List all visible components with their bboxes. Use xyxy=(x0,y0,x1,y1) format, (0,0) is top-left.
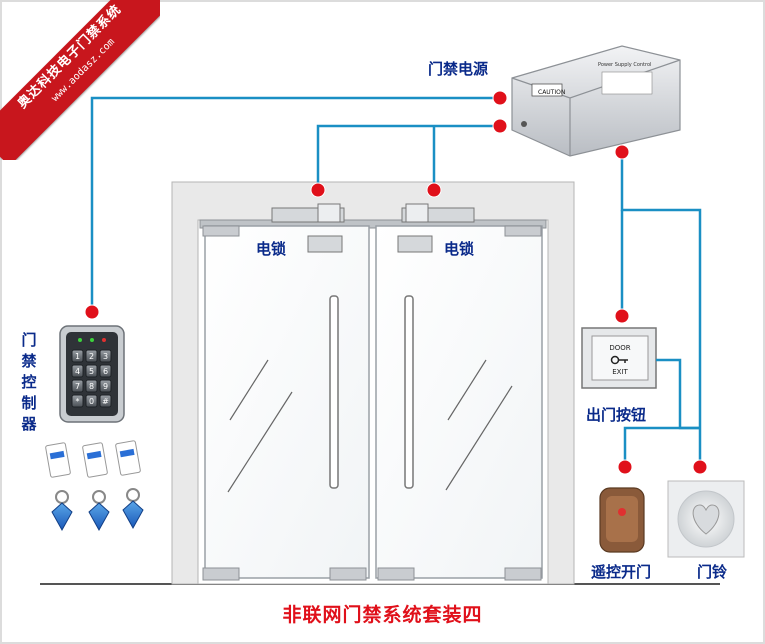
node-power-out xyxy=(614,144,630,160)
left-door-leaf xyxy=(202,225,370,581)
wire-bell-to-remote xyxy=(623,426,700,465)
psu-product-text: Power Supply Control xyxy=(598,62,651,68)
keypad-key xyxy=(99,364,112,378)
keypad-key-label: 8 xyxy=(89,382,94,391)
node-remote xyxy=(617,459,633,475)
keypad-key-label: 9 xyxy=(103,382,108,391)
keypad-key xyxy=(71,364,84,378)
keypad-key-label: * xyxy=(76,397,80,406)
keypad-key xyxy=(85,364,98,378)
left-door-handle xyxy=(329,295,339,489)
keypad-key xyxy=(99,379,112,393)
company-banner: 奥达科技电子门禁系统 www.aodasz.com xyxy=(0,0,160,160)
label-power-supply: 门禁电源 xyxy=(428,60,489,78)
keypad-key-label: 5 xyxy=(89,367,94,376)
label-controller: 门禁控制器 xyxy=(21,331,37,433)
label-exit-button: 出门按钮 xyxy=(586,406,647,424)
node-controller xyxy=(84,304,100,320)
left-electric-lock xyxy=(271,203,345,253)
exit-button-exit-text: EXIT xyxy=(612,368,628,376)
company-banner-ribbon: 奥达科技电子门禁系统 www.aodasz.com xyxy=(0,0,160,160)
node-right-lock xyxy=(426,182,442,198)
keypad-key-label: 2 xyxy=(89,352,94,361)
keypad-key xyxy=(99,394,112,408)
keypad-key xyxy=(85,379,98,393)
wiring xyxy=(90,96,702,465)
keypad-key-label: 4 xyxy=(75,367,80,376)
diagram-title: 非联网门禁系统套装四 xyxy=(282,604,483,626)
keypad-key-label: 3 xyxy=(103,352,108,361)
connection-nodes xyxy=(84,90,708,475)
wire-power-to-bell xyxy=(620,152,702,465)
label-doorbell: 门铃 xyxy=(697,563,728,581)
wire-left-lock-to-power xyxy=(316,124,498,190)
right-electric-lock xyxy=(397,203,475,253)
doorbell-device xyxy=(667,480,745,558)
psu-caution-text: CAUTION xyxy=(538,89,565,96)
right-door-handle xyxy=(404,295,414,489)
keypad-key xyxy=(85,394,98,408)
remote-control xyxy=(599,487,645,553)
banner-url: www.aodasz.com xyxy=(49,36,117,105)
keypad-key xyxy=(85,349,98,363)
exit-button-device: DOOR EXIT xyxy=(581,327,657,389)
keypad-key xyxy=(71,349,84,363)
key-fobs xyxy=(51,488,144,532)
keypad-key-label: # xyxy=(102,397,109,406)
keypad-key xyxy=(71,379,84,393)
heart-icon xyxy=(692,504,720,535)
label-remote: 遥控开门 xyxy=(591,563,652,581)
node-left-lock xyxy=(310,182,326,198)
wire-exit-button-to-bell xyxy=(656,358,700,430)
label-left-lock: 电锁 xyxy=(256,240,287,258)
keypad-key xyxy=(71,394,84,408)
node-doorbell xyxy=(692,459,708,475)
node-exit-button xyxy=(614,308,630,324)
right-door-leaf xyxy=(375,225,543,581)
keypad-key-label: 1 xyxy=(75,352,80,361)
keypad-key-label: 0 xyxy=(89,397,94,406)
node-power-2 xyxy=(492,118,508,134)
power-supply-box: CAUTION Power Supply Control xyxy=(511,45,681,157)
wire-controller-to-power xyxy=(90,96,498,310)
node-power-1 xyxy=(492,90,508,106)
exit-button-door-text: DOOR xyxy=(609,344,630,352)
keypad-key xyxy=(99,349,112,363)
keypad-key-label: 6 xyxy=(103,367,108,376)
keypad-key-label: 7 xyxy=(75,382,80,391)
id-cards xyxy=(45,440,141,478)
door-header-rail xyxy=(199,219,547,229)
label-right-lock: 电锁 xyxy=(444,240,475,258)
